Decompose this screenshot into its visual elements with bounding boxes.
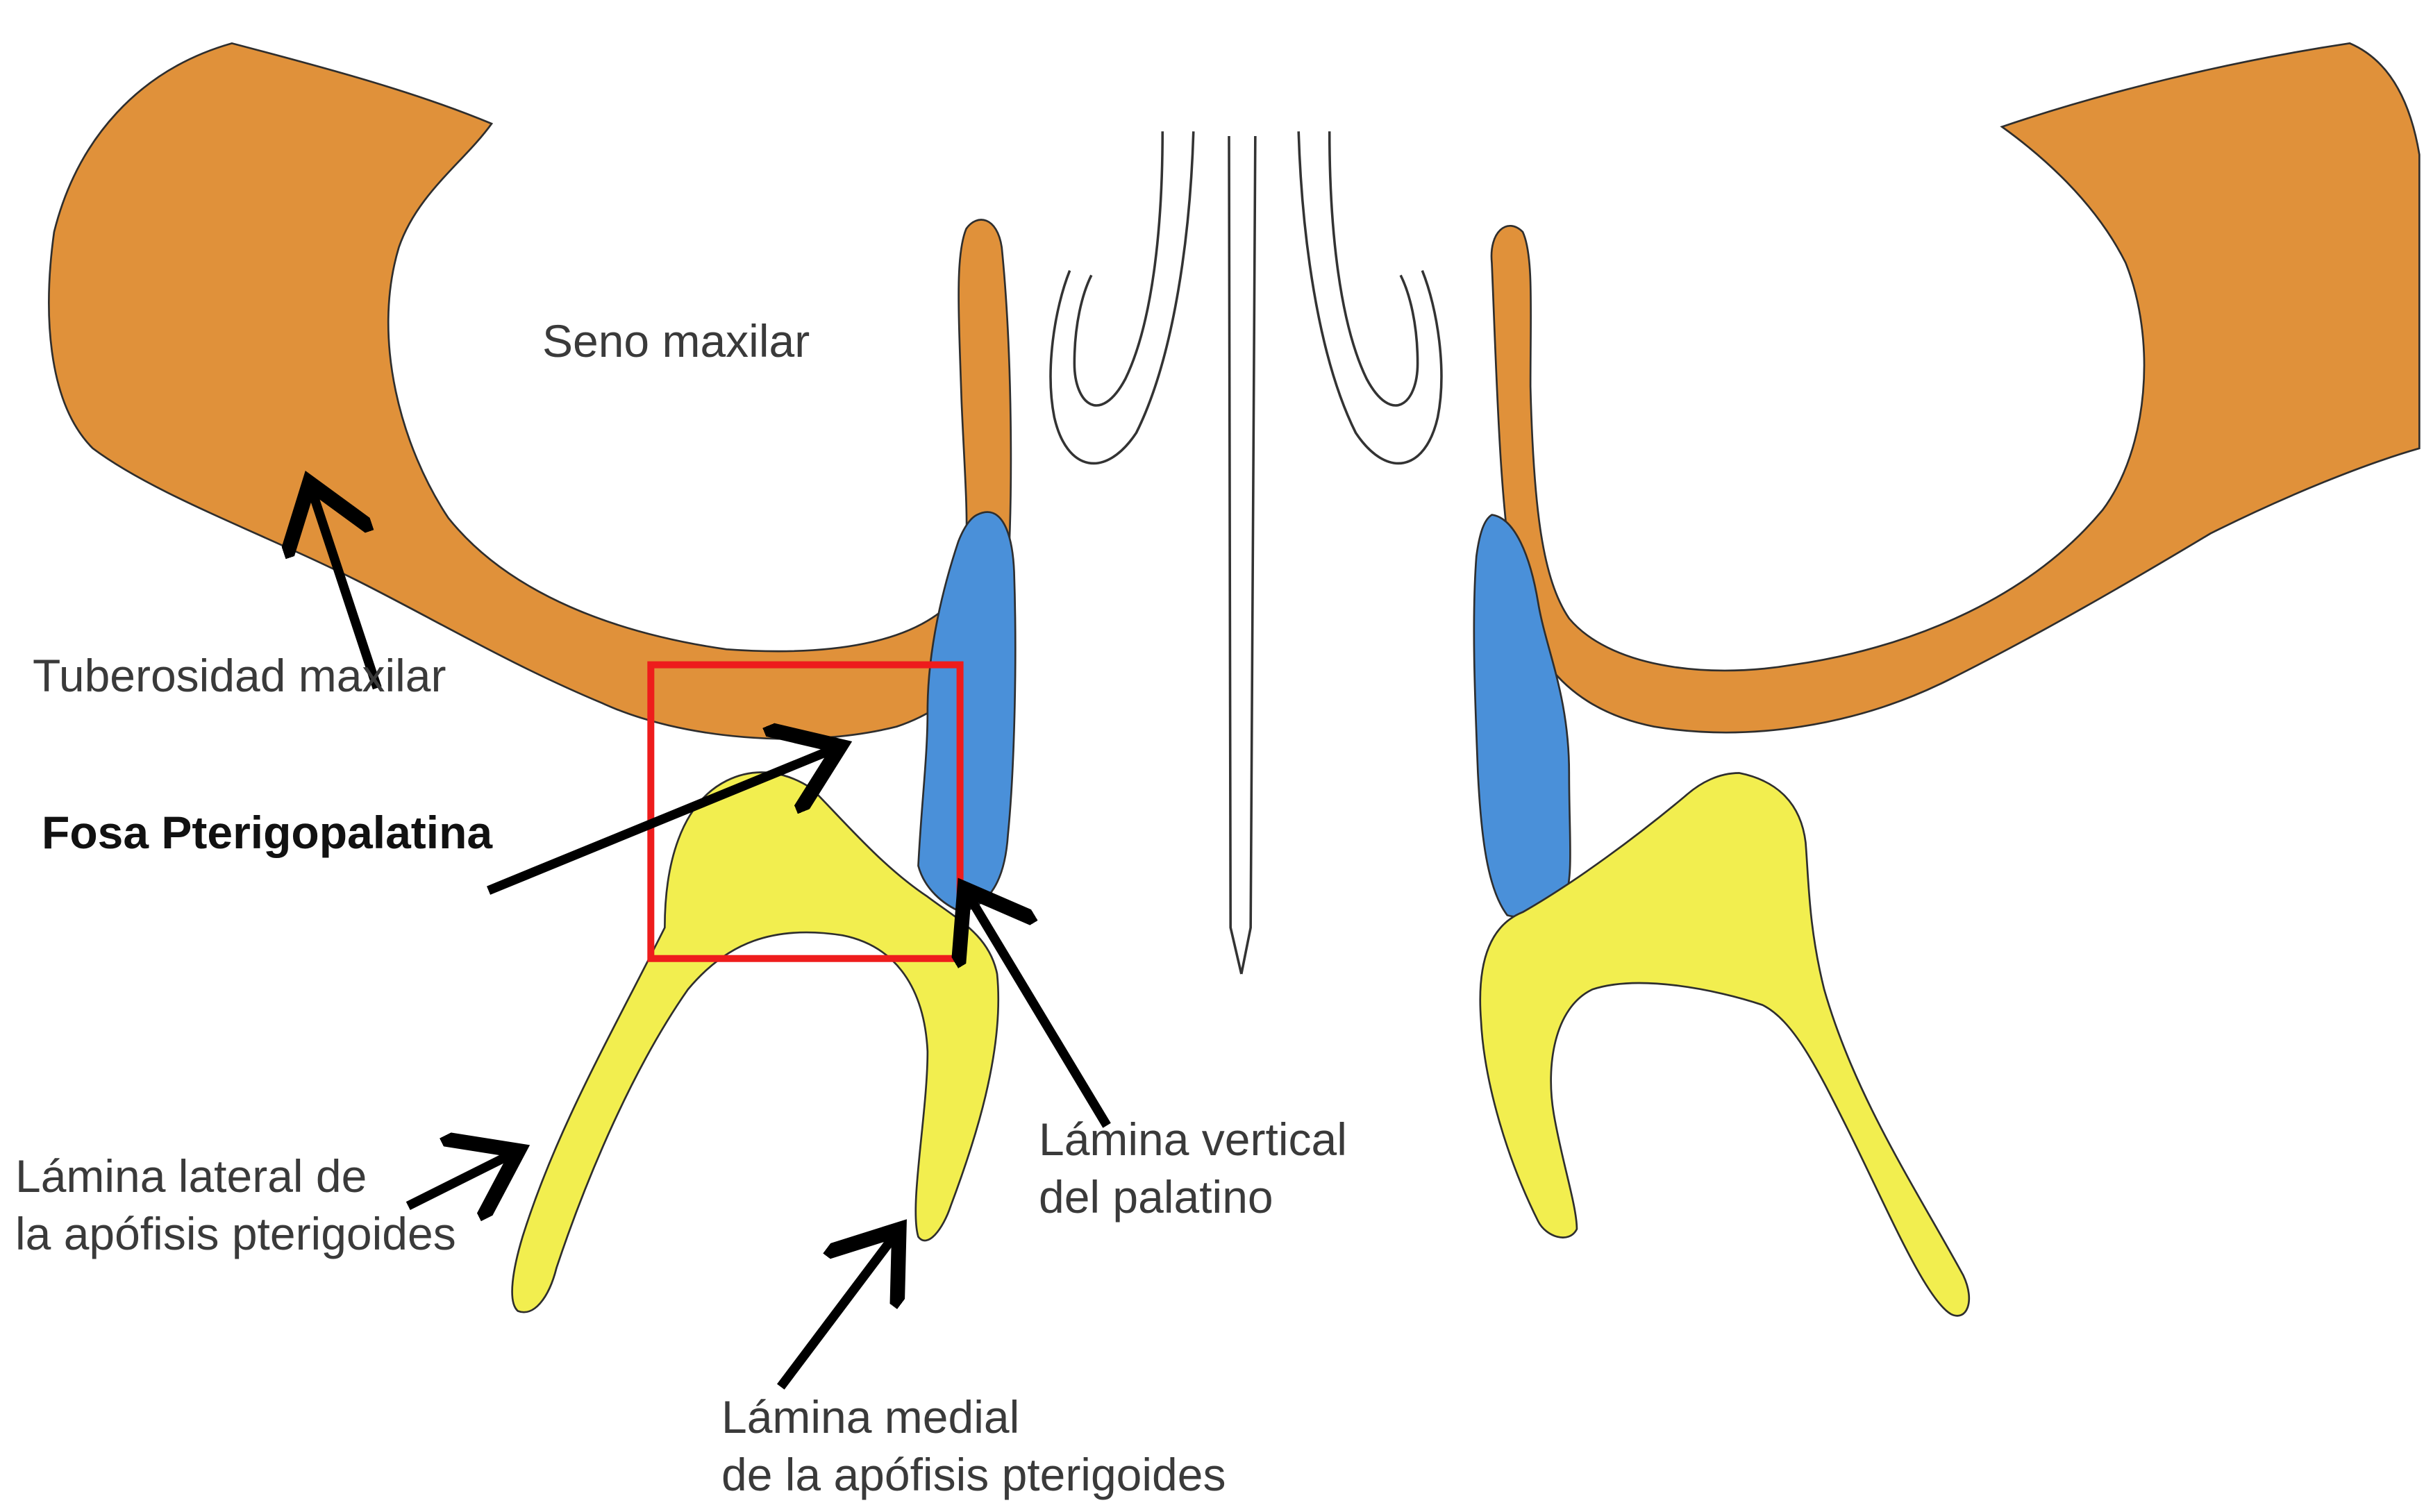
label-lamina-vertical: Lámina vertical del palatino [1039, 1111, 1347, 1225]
left-maxilla [49, 43, 1010, 739]
label-lamina-medial-line2: de la apófisis pterigoides [721, 1446, 1226, 1504]
label-lamina-vertical-line1: Lámina vertical [1039, 1111, 1347, 1168]
nasal-turbinates [1051, 131, 1441, 974]
label-fosa-pterigopalatina: Fosa Pterigopalatina [42, 804, 492, 862]
right-turbinate-inner [1330, 131, 1418, 405]
right-maxilla [1491, 43, 2419, 732]
label-lamina-vertical-line2: del palatino [1039, 1168, 1347, 1226]
nasal-septum-right [1242, 136, 1255, 974]
right-turbinate-outer [1298, 131, 1441, 463]
label-lamina-medial-line1: Lámina medial [721, 1388, 1226, 1446]
left-turbinate-outer [1051, 131, 1194, 463]
left-palatine-plate [918, 512, 1015, 912]
label-lamina-lateral-line1: Lámina lateral de [15, 1148, 456, 1205]
nasal-septum-left [1229, 136, 1242, 974]
left-turbinate-inner [1074, 131, 1162, 405]
arrow-lamina-medial [780, 1237, 894, 1387]
label-lamina-lateral-line2: la apófisis pterigoides [15, 1205, 456, 1263]
label-lamina-lateral: Lámina lateral de la apófisis pterigoide… [15, 1148, 456, 1262]
right-palatine-plate [1474, 515, 1571, 917]
label-lamina-medial: Lámina medial de la apófisis pterigoides [721, 1388, 1226, 1503]
label-seno-maxilar: Seno maxilar [542, 312, 810, 370]
label-tuberosidad-maxilar: Tuberosidad maxilar [33, 647, 446, 705]
